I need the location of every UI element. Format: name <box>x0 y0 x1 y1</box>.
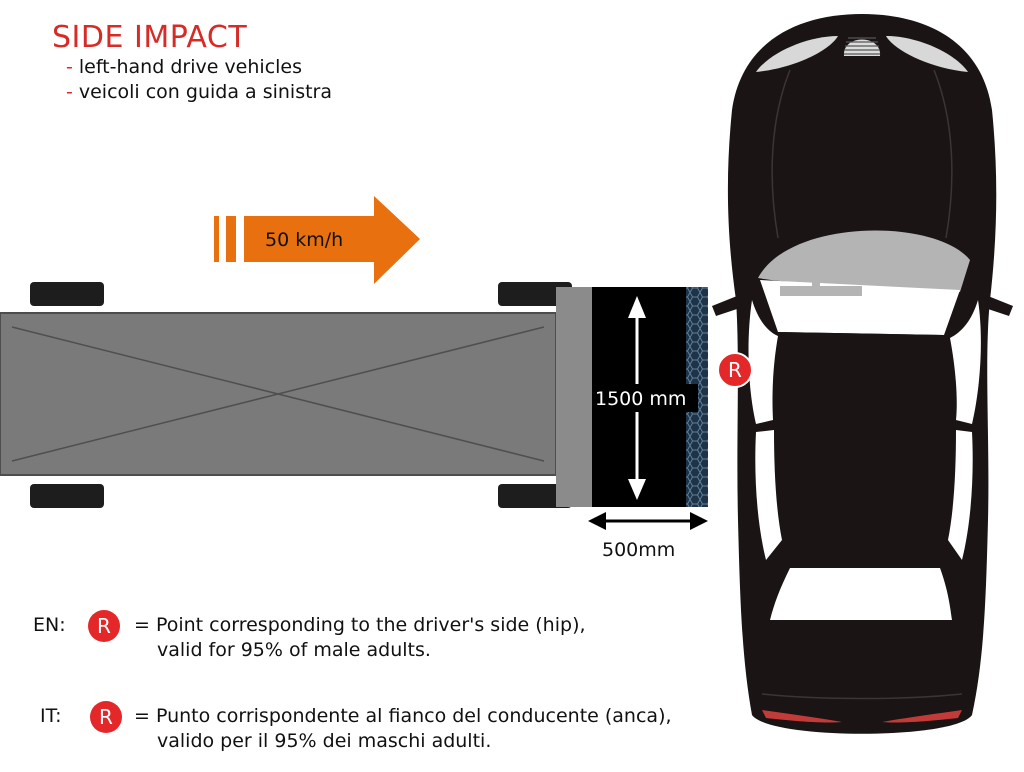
car-window-rear-left <box>755 430 782 560</box>
legend-line2-en: valid for 95% of male adults. <box>157 639 431 661</box>
bullet-dash: - <box>66 56 73 78</box>
car-trunk-line <box>761 693 963 700</box>
subtitle-line-en: -left-hand drive vehicles <box>66 56 302 78</box>
car-rear-window <box>770 568 952 620</box>
car-taillight-left <box>762 710 842 723</box>
speed-arrow: 50 km/h <box>214 196 420 284</box>
car-taillight-right <box>882 710 962 723</box>
legend-r-badge-it: R <box>90 701 122 733</box>
trolley-wheel <box>498 484 572 508</box>
car-grille <box>843 37 881 56</box>
car-mirror-left <box>712 296 740 316</box>
legend-lang-en: EN: <box>33 614 66 636</box>
legend-lang-it: IT: <box>40 705 62 727</box>
bullet-dash: - <box>66 81 73 103</box>
car-window-front-left <box>748 300 778 424</box>
car-headlight-right <box>886 36 968 72</box>
car-roof <box>773 332 955 548</box>
barrier-height-label: 1500 mm <box>595 388 686 410</box>
car-wiper <box>780 286 862 296</box>
trolley <box>0 282 592 508</box>
arrowhead-right <box>690 512 708 530</box>
legend-line1-en: = Point corresponding to the driver's si… <box>134 614 586 636</box>
trolley-wheel <box>30 484 104 508</box>
car-hood-line <box>771 69 791 239</box>
r-point-marker: R <box>717 352 753 388</box>
trolley-mount <box>556 287 592 507</box>
car-window-rear-right <box>948 430 973 560</box>
trolley-wheel <box>498 282 572 306</box>
r-marker-circle <box>717 352 753 388</box>
speed-label: 50 km/h <box>265 229 343 251</box>
subtitle-text-it: veicoli con guida a sinistra <box>78 81 333 103</box>
car-headlight-left <box>756 36 838 72</box>
deformable-barrier: 1500 mm 500mm <box>588 287 708 561</box>
legend-r-badge-en: R <box>88 610 120 642</box>
height-label-bg <box>594 384 698 412</box>
trolley-wheel <box>30 282 104 306</box>
arrowhead-up <box>628 296 646 318</box>
subtitle-line-it: -veicoli con guida a sinistra <box>66 81 332 103</box>
subtitle-text-en: left-hand drive vehicles <box>78 56 303 78</box>
speed-arrow-body <box>244 196 420 284</box>
car-window-front-right <box>950 300 981 424</box>
speed-arrow-stripe <box>226 216 236 262</box>
car-hood-line <box>933 69 953 239</box>
arrowhead-down <box>628 479 646 500</box>
legend-line1-it: = Punto corrispondente al fianco del con… <box>134 705 672 727</box>
target-car <box>712 14 1013 734</box>
r-marker-label: R <box>728 358 742 382</box>
car-mirror-right <box>985 296 1013 316</box>
trolley-cross <box>11 326 545 462</box>
speed-arrow-stripe <box>214 216 219 262</box>
legend-line2-it: valido per il 95% dei maschi adulti. <box>157 730 492 752</box>
car-windshield <box>758 230 970 292</box>
page-title: SIDE IMPACT <box>52 20 248 55</box>
arrowhead-left <box>588 512 606 530</box>
barrier-depth-label: 500mm <box>602 539 675 561</box>
car-mirror-mount <box>812 279 820 287</box>
